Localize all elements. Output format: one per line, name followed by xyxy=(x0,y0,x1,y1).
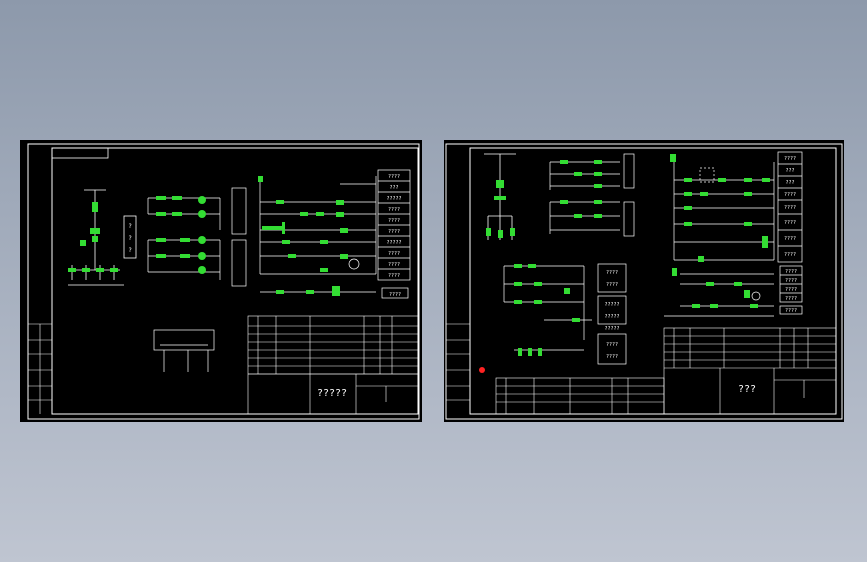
circuit-components xyxy=(560,160,602,218)
left-binding-strip xyxy=(28,323,52,414)
label-box-column xyxy=(377,169,411,299)
control-circuit-1 xyxy=(549,153,635,237)
svg-text:?????: ????? xyxy=(604,326,619,332)
svg-text:????: ???? xyxy=(388,218,400,224)
svg-text:????: ???? xyxy=(388,207,400,213)
feeder-components xyxy=(486,180,515,238)
vertical-strip-1 xyxy=(231,187,247,287)
svg-text:????: ???? xyxy=(785,278,797,284)
title-block-text: ??? xyxy=(738,384,756,395)
svg-text:????: ???? xyxy=(606,342,618,348)
svg-text:????: ???? xyxy=(389,292,401,298)
label-box-texts: ???? ??? ????? ???? ???? ???? ????? ????… xyxy=(386,174,401,298)
svg-text:????: ???? xyxy=(785,287,797,293)
svg-text:????: ???? xyxy=(388,174,400,180)
svg-text:????: ???? xyxy=(785,269,797,275)
svg-text:?????: ????? xyxy=(317,388,347,399)
svg-text:????: ???? xyxy=(388,251,400,257)
lower-parts-table xyxy=(495,377,665,415)
svg-text:????: ???? xyxy=(606,354,618,360)
svg-text:?????: ????? xyxy=(386,196,401,202)
ladder-components xyxy=(670,154,770,308)
svg-text:????: ???? xyxy=(606,282,618,288)
label-boxes-middle-text: ???? ???? ????? ????? ????? ???? ???? xyxy=(604,270,619,360)
svg-text:???: ??? xyxy=(389,185,398,191)
svg-text:???: ??? xyxy=(785,180,794,186)
label-boxes-middle xyxy=(597,263,627,365)
control-circuit-components xyxy=(156,196,206,274)
parts-table xyxy=(663,327,837,415)
label-box-column xyxy=(777,151,803,315)
svg-text:????: ???? xyxy=(784,252,796,258)
parts-table xyxy=(247,315,419,415)
svg-text:????: ???? xyxy=(784,220,796,226)
lower-circuit xyxy=(503,265,592,351)
terminal-strip xyxy=(153,329,215,372)
drawing-sheet-right[interactable]: ???? ???? ????? ????? ????? ???? ???? xyxy=(444,140,844,422)
svg-text:????: ???? xyxy=(784,236,796,242)
svg-text:????: ???? xyxy=(388,262,400,268)
vertical-label-box: ? ? ? xyxy=(123,215,137,259)
svg-text:????: ???? xyxy=(785,308,797,314)
left-binding-strip xyxy=(446,323,470,401)
red-marker-dot xyxy=(479,367,485,373)
svg-text:???: ??? xyxy=(785,168,794,174)
control-ladder xyxy=(259,176,377,293)
svg-text:?: ? xyxy=(128,247,132,254)
svg-text:????: ???? xyxy=(784,205,796,211)
schematic-right: ???? ???? ????? ????? ????? ???? ???? xyxy=(445,143,843,420)
svg-text:????: ???? xyxy=(606,270,618,276)
drawing-sheet-left[interactable]: ? ? ? xyxy=(20,140,422,422)
title-block-text: ????? xyxy=(317,388,347,399)
ladder-components xyxy=(258,176,360,296)
control-ladder xyxy=(664,162,775,317)
lower-circuit-components xyxy=(514,264,580,356)
svg-text:????: ???? xyxy=(388,229,400,235)
svg-text:?????: ????? xyxy=(604,314,619,320)
feeder-components xyxy=(68,202,118,272)
svg-text:????: ???? xyxy=(785,296,797,302)
svg-text:?????: ????? xyxy=(604,302,619,308)
svg-text:?: ? xyxy=(128,223,132,230)
svg-text:????: ???? xyxy=(388,273,400,279)
label-box-column-text: ???? ??? ??? ???? ???? ???? ???? ???? ??… xyxy=(784,156,797,314)
svg-text:?: ? xyxy=(128,235,132,242)
svg-text:???: ??? xyxy=(738,384,756,395)
schematic-left: ? ? ? xyxy=(27,143,420,420)
svg-text:????: ???? xyxy=(784,156,796,162)
svg-text:?????: ????? xyxy=(386,240,401,246)
svg-text:????: ???? xyxy=(784,192,796,198)
